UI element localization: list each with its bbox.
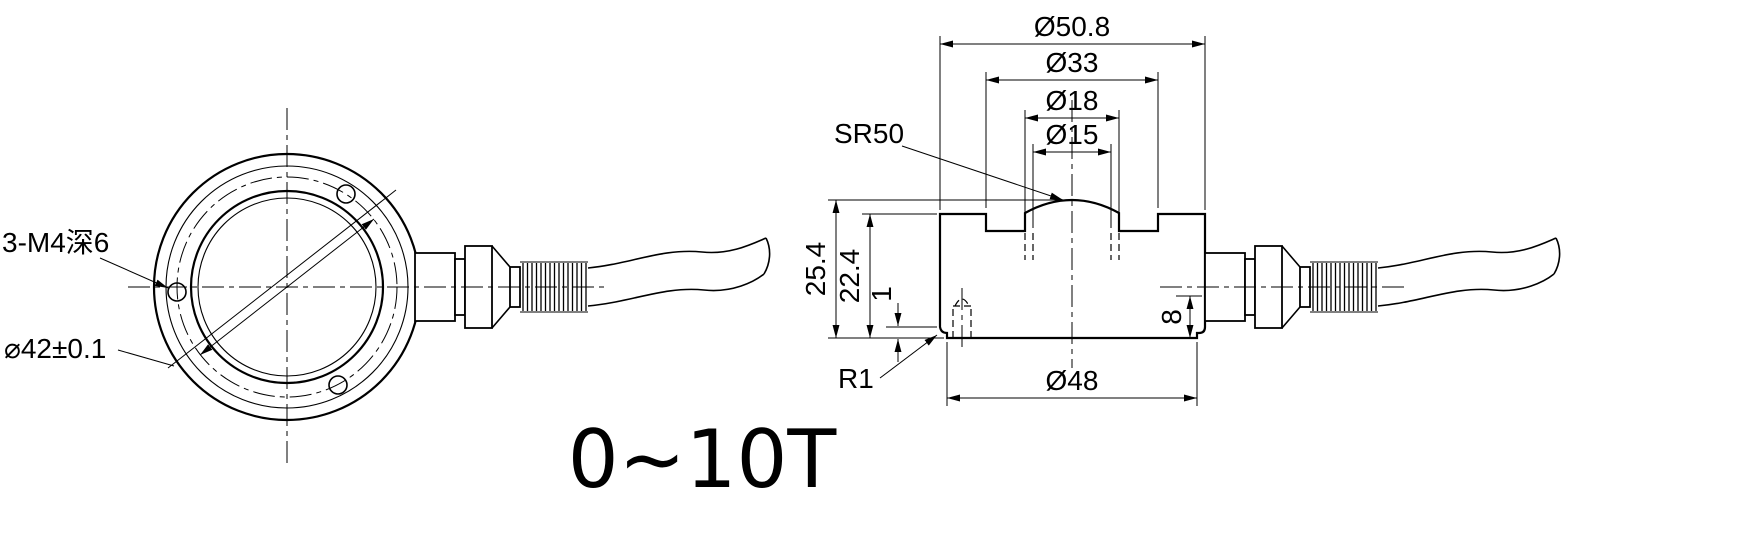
sr50-callout: SR50 [834,118,1064,201]
front-view: 3-M4深6 ⌀42±0.1 [2,108,771,468]
body-outline [938,199,1207,340]
dim-dia-15-label: Ø15 [1046,119,1099,150]
r1-leader [879,334,938,379]
r1-label: R1 [838,363,874,394]
dim-step-1-label: 1 [866,286,897,302]
bolt-circle-dim-leader [117,349,175,367]
m4-hole-bottom [328,375,348,395]
m4-hole-top [336,184,356,204]
cable-bottom-edge [1377,273,1555,307]
gland-taper [1281,245,1301,329]
dim-height-8: 8 [1156,295,1202,338]
dim-height-22-4-label: 22.4 [834,249,865,304]
r1-callout: R1 [838,334,938,394]
dim-dia-15: Ø15 [1032,119,1112,228]
bolt-circle-dim-line [167,189,397,369]
bolt-circle-arrow-lower [199,286,288,356]
thread-callout-label: 3-M4深6 [2,227,109,258]
dim-height-8-label: 8 [1156,309,1187,325]
dim-dia-33: Ø33 [985,47,1159,208]
cable-cut-end [763,237,771,275]
dim-dia-50-8-label: Ø50.8 [1034,11,1110,42]
dim-height-22-4: 22.4 [834,213,937,338]
tapped-hole-hidden-lines [952,298,972,338]
dim-dia-48: Ø48 [946,342,1198,406]
dim-height-25-4-label: 25.4 [800,242,831,297]
cable-gland-side [1204,237,1561,329]
cable-bottom-edge [587,273,765,307]
capacity-label: 0~10T [568,413,838,506]
cable-cut-end [1553,237,1561,275]
cable-top-edge [587,237,767,269]
strain-relief-rails [1310,261,1378,313]
thread-hidden-lines [1024,233,1120,260]
cable-gland-front [414,237,771,329]
dim-height-25-4: 25.4 [800,199,1070,339]
cable-top-edge [1377,237,1557,269]
dim-dia-48-label: Ø48 [1046,365,1099,396]
m4-hole-left [167,282,187,302]
sr50-leader [901,145,1064,201]
dim-dia-18-label: Ø18 [1046,85,1099,116]
bolt-circle-dim-label: ⌀42±0.1 [4,333,106,364]
thread-callout-leader [99,257,169,289]
bolt-circle-centerline [176,176,398,398]
side-view: Ø50.8 Ø33 Ø18 Ø15 SR50 [800,11,1561,406]
dim-dia-18: Ø18 [1024,85,1120,225]
bolt-circle-arrow-upper [286,218,375,288]
dim-step-1: 1 [866,286,937,362]
dim-dia-50-8: Ø50.8 [939,11,1206,210]
gland-taper [491,245,511,329]
dim-dia-33-label: Ø33 [1046,47,1099,78]
strain-relief-rails [520,261,588,313]
sr50-label: SR50 [834,118,904,149]
